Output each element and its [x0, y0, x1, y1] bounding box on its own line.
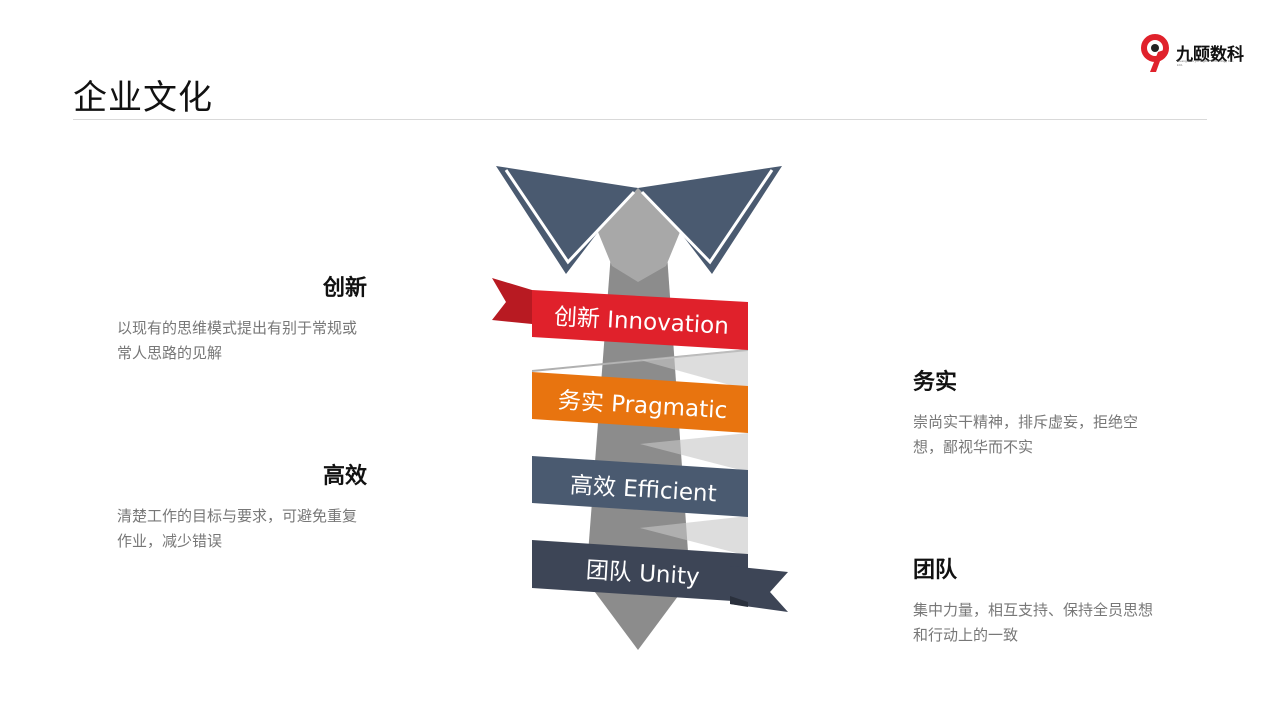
page-title: 企业文化 [73, 78, 213, 118]
value-title-innovation: 创新 [322, 276, 367, 301]
value-unity: 团队 集中力量，相互支持、保持全员思想和行动上的一致 [913, 552, 1163, 648]
title-divider [73, 119, 1207, 120]
value-desc-efficient: 清楚工作的目标与要求，可避免重复作业，减少错误 [117, 507, 358, 550]
collar-left-edge [504, 169, 636, 265]
ribbon-fold-1b [532, 349, 748, 390]
ribbon-innovation-tail [492, 278, 532, 324]
value-pragmatic: 务实 崇尚实干精神，排斥虚妄，拒绝空想，鄙视华而不实 [913, 364, 1163, 460]
value-title-pragmatic: 务实 [913, 370, 958, 395]
ribbon-label-unity: 团队 Unity [585, 557, 701, 591]
company-logo: 九颐数科 Guangzhou Jiu Digital Technology Co… [1140, 34, 1250, 74]
value-innovation: 创新 以现有的思维模式提出有别于常规或常人思路的见解 [117, 270, 367, 366]
ribbon-unity-tail [730, 566, 788, 612]
ribbon-fold-2 [532, 433, 748, 472]
collar-right-edge [640, 169, 774, 265]
logo-subtitle: Guangzhou Jiu Digital Technology Co., Lt… [1177, 59, 1234, 67]
value-title-unity: 团队 [913, 558, 958, 583]
ribbon-unity-tail-shade [730, 596, 748, 607]
value-desc-unity: 集中力量，相互支持、保持全员思想和行动上的一致 [913, 601, 1154, 644]
ribbon-unity [532, 540, 748, 602]
value-desc-pragmatic: 崇尚实干精神，排斥虚妄，拒绝空想，鄙视华而不实 [913, 413, 1139, 456]
value-efficient: 高效 清楚工作的目标与要求，可避免重复作业，减少错误 [117, 458, 367, 554]
collar-left [496, 166, 638, 274]
logo-nine-icon [1141, 34, 1169, 72]
value-desc-innovation: 以现有的思维模式提出有别于常规或常人思路的见解 [117, 319, 358, 362]
ribbon-pragmatic [532, 372, 748, 433]
logo-name: 九颐数科 [1176, 45, 1244, 65]
ribbon-innovation [532, 290, 748, 350]
collar-right [638, 166, 782, 274]
ribbon-efficient [532, 456, 748, 517]
ribbon-fold-3 [532, 516, 748, 556]
value-title-efficient: 高效 [322, 464, 367, 489]
